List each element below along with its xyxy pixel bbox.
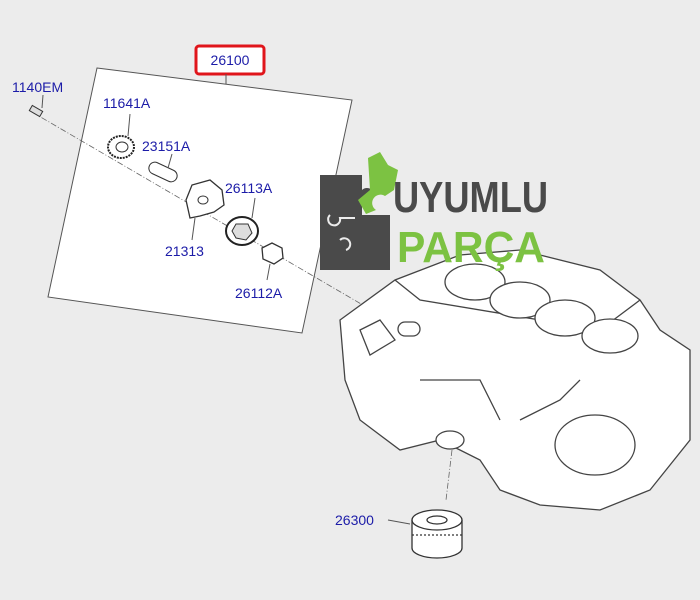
- engine-block-illustration[interactable]: [339, 249, 691, 511]
- assembly-label[interactable]: 26100: [211, 52, 250, 68]
- bolt-icon[interactable]: [28, 104, 44, 118]
- part-label-11641A[interactable]: 11641A: [103, 95, 151, 111]
- outer-rotor-icon[interactable]: [225, 216, 259, 246]
- part-label-21313[interactable]: 21313: [165, 243, 204, 259]
- part-label-1140EM[interactable]: 1140EM: [12, 79, 63, 95]
- logo-line2: PARÇA: [397, 223, 545, 272]
- pin-icon[interactable]: [147, 160, 179, 184]
- part-label-26112A[interactable]: 26112A: [235, 285, 283, 301]
- part-label-26113A[interactable]: 26113A: [225, 180, 273, 196]
- part-label-26300[interactable]: 26300: [335, 512, 374, 528]
- uyumlu-parca-logo: UYUMLU PARÇA: [320, 152, 548, 272]
- gear-icon[interactable]: [107, 135, 135, 159]
- inner-rotor-icon[interactable]: [261, 242, 284, 265]
- pump-cover-icon[interactable]: [185, 179, 225, 219]
- oil-filter-icon[interactable]: [411, 509, 463, 559]
- puzzle-green-icon: [358, 152, 398, 214]
- part-label-23151A[interactable]: 23151A: [142, 138, 191, 154]
- logo-line1: UYUMLU: [393, 173, 548, 222]
- assembly-label-box[interactable]: [194, 44, 266, 76]
